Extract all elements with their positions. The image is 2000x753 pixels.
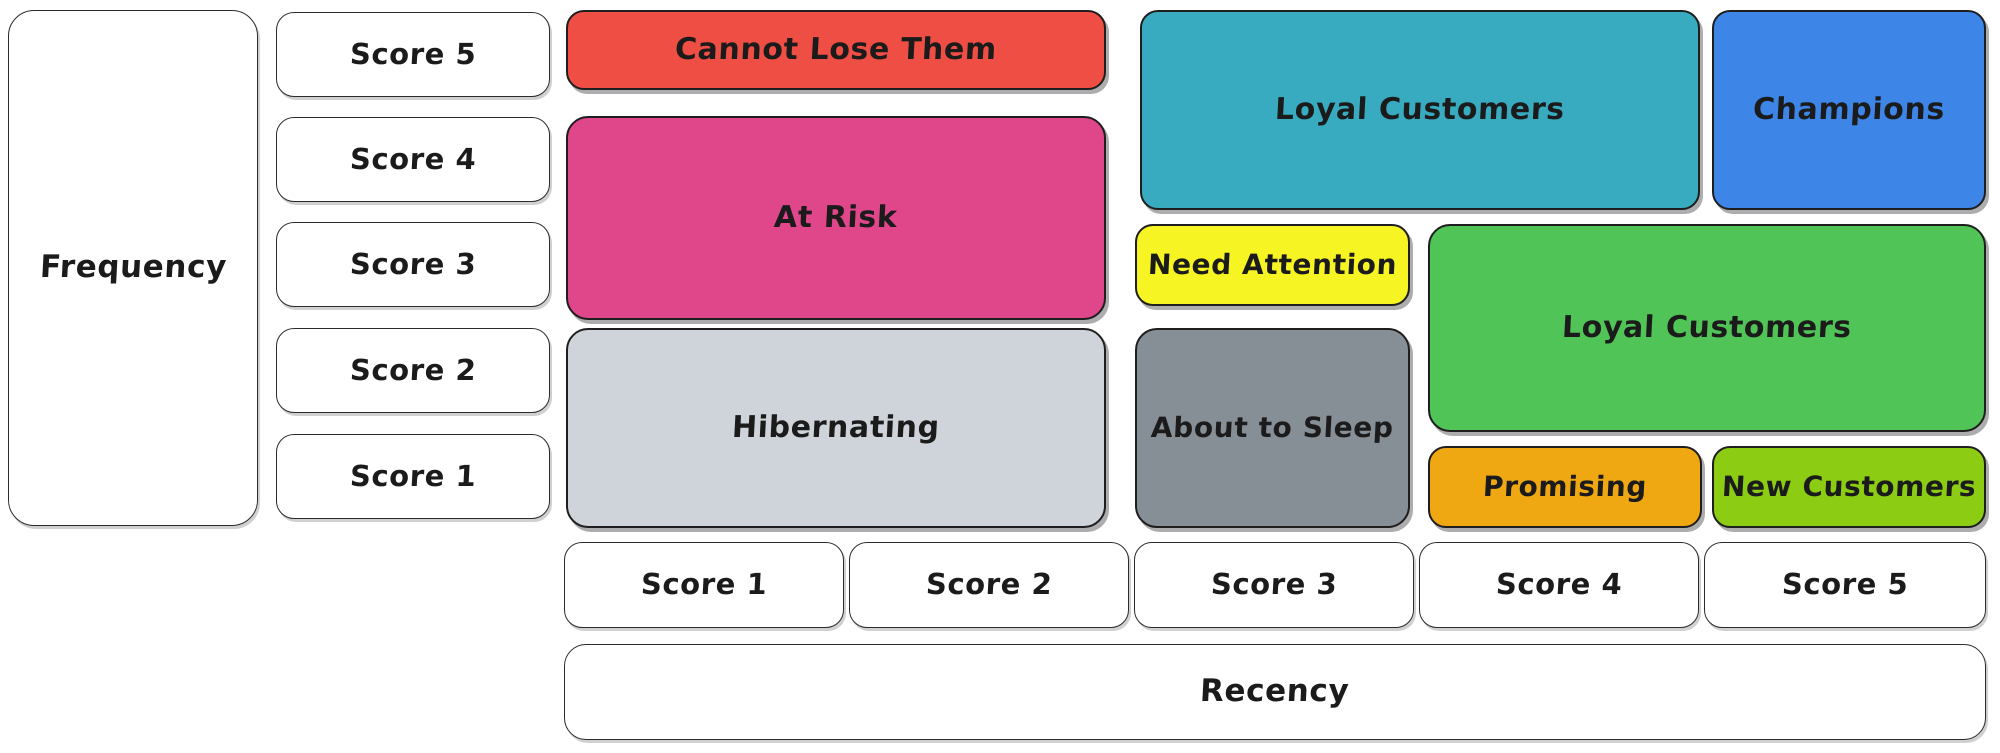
recency-score-1[interactable]: Score 1 <box>564 542 844 628</box>
segment-champions-label: Champions <box>1752 91 1946 127</box>
segment-champions[interactable]: Champions <box>1712 10 1986 210</box>
segment-at-risk-label: At Risk <box>773 199 899 235</box>
segment-loyal-customers-teal[interactable]: Loyal Customers <box>1140 10 1700 210</box>
segment-new-customers[interactable]: New Customers <box>1712 446 1986 528</box>
frequency-axis-label: Frequency <box>8 10 258 526</box>
segment-need-attention[interactable]: Need Attention <box>1135 224 1410 306</box>
frequency-score-5[interactable]: Score 5 <box>276 12 550 97</box>
recency-score-4[interactable]: Score 4 <box>1419 542 1699 628</box>
recency-axis-text: Recency <box>1199 673 1351 710</box>
segment-cannot-lose-them[interactable]: Cannot Lose Them <box>566 10 1106 90</box>
frequency-score-2[interactable]: Score 2 <box>276 328 550 413</box>
segment-at-risk[interactable]: At Risk <box>566 116 1106 320</box>
recency-axis-label: Recency <box>564 644 1986 740</box>
frequency-score-3[interactable]: Score 3 <box>276 222 550 307</box>
frequency-axis-text: Frequency <box>38 249 228 286</box>
segment-about-to-sleep[interactable]: About to Sleep <box>1135 328 1410 528</box>
recency-score-2[interactable]: Score 2 <box>849 542 1129 628</box>
recency-score-1-label: Score 1 <box>639 567 769 602</box>
segment-about-to-sleep-label: About to Sleep <box>1150 410 1395 444</box>
frequency-score-1-label: Score 1 <box>348 458 478 493</box>
recency-score-3-label: Score 3 <box>1209 567 1339 602</box>
frequency-score-4-label: Score 4 <box>348 141 478 176</box>
frequency-score-4[interactable]: Score 4 <box>276 117 550 202</box>
segment-new-customers-label: New Customers <box>1721 469 1978 503</box>
recency-score-2-label: Score 2 <box>924 567 1054 602</box>
segment-hibernating[interactable]: Hibernating <box>566 328 1106 528</box>
segment-promising[interactable]: Promising <box>1428 446 1702 528</box>
segment-loyal-customers-teal-label: Loyal Customers <box>1274 91 1566 127</box>
frequency-score-3-label: Score 3 <box>348 246 478 281</box>
recency-score-5[interactable]: Score 5 <box>1704 542 1986 628</box>
frequency-score-5-label: Score 5 <box>348 36 478 71</box>
segment-hibernating-label: Hibernating <box>731 409 941 445</box>
segment-promising-label: Promising <box>1482 469 1648 503</box>
frequency-score-2-label: Score 2 <box>348 352 478 387</box>
recency-score-3[interactable]: Score 3 <box>1134 542 1414 628</box>
segment-loyal-customers-green[interactable]: Loyal Customers <box>1428 224 1986 432</box>
recency-score-5-label: Score 5 <box>1780 567 1910 602</box>
recency-score-4-label: Score 4 <box>1494 567 1624 602</box>
segment-loyal-customers-green-label: Loyal Customers <box>1561 309 1853 345</box>
segment-need-attention-label: Need Attention <box>1147 247 1398 281</box>
frequency-score-1[interactable]: Score 1 <box>276 434 550 519</box>
segment-cannot-lose-them-label: Cannot Lose Them <box>674 31 998 67</box>
